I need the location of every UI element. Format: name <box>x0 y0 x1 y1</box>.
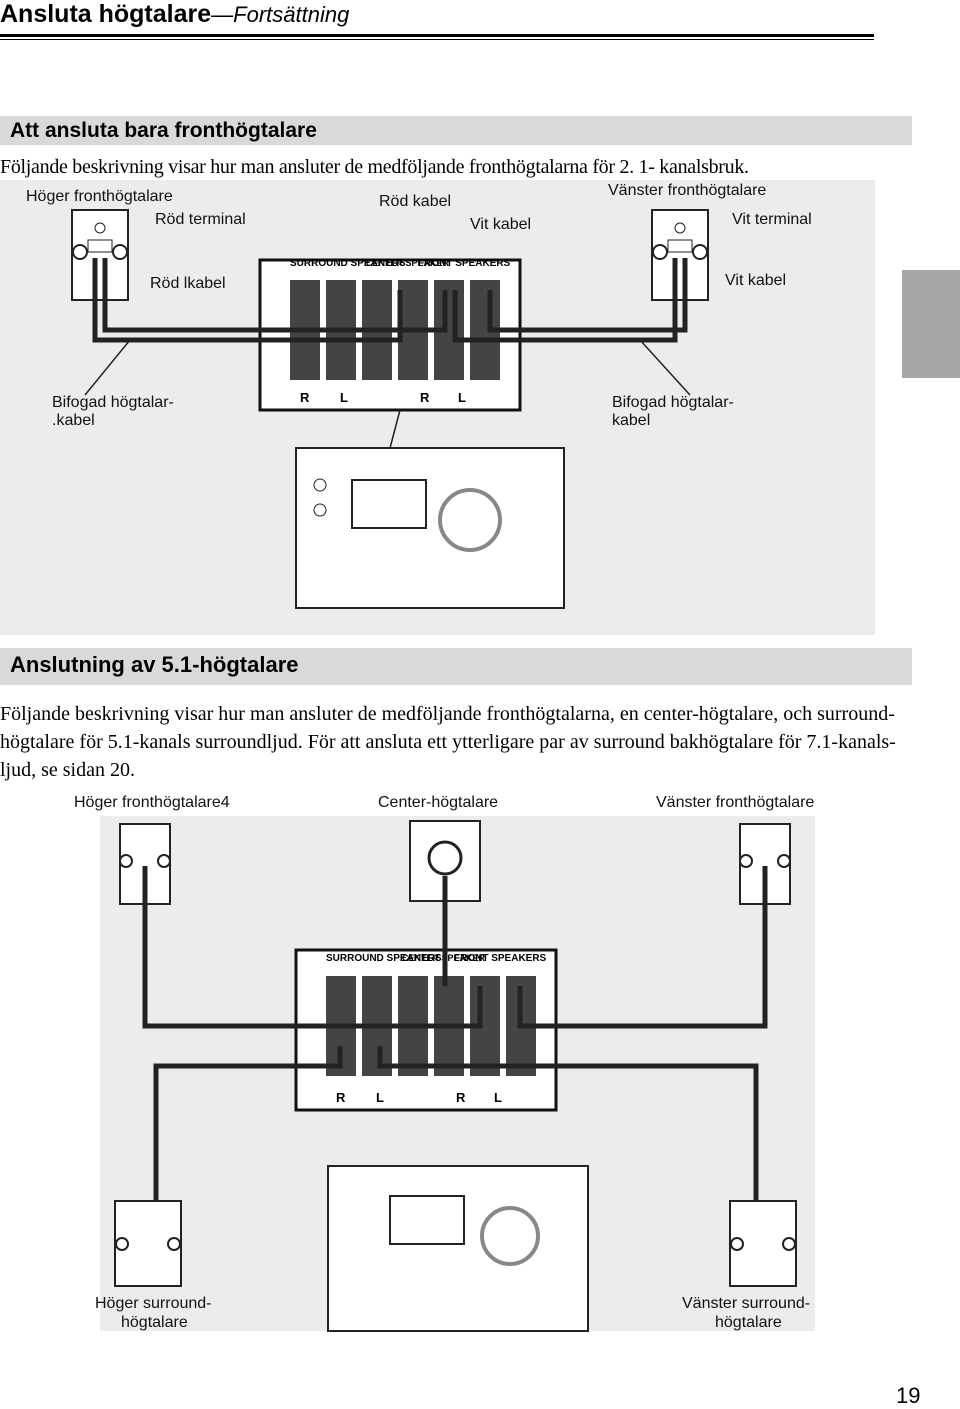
label-white-cable-center: Vit kabel <box>470 216 532 233</box>
receiver-rear-panel-51 <box>327 1165 589 1332</box>
panel-l1: L <box>340 390 348 405</box>
page-title: Ansluta högtalare—Fortsättning <box>0 0 349 29</box>
diagram-51-speakers: SURROUND SPEAKERS CENTER SPEAKER FRONT S… <box>100 816 815 1332</box>
label-red-cable-left: Röd lkabel <box>150 275 226 292</box>
label-white-cable-right: Vit kabel <box>725 272 787 289</box>
label-cable-left-2: .kabel <box>52 412 95 429</box>
title-sub: —Fortsättning <box>211 2 350 27</box>
section-intro-front: Följande beskrivning visar hur man anslu… <box>0 156 749 178</box>
panel-r1-51: R <box>336 1090 346 1105</box>
section-heading-front: Att ansluta bara fronthögtalare <box>0 116 912 145</box>
label-cable-left-1: Bifogad högtalar- <box>52 394 174 411</box>
panel-l2-51: L <box>494 1090 502 1105</box>
title-main: Ansluta högtalare <box>0 0 212 28</box>
panel-l2: L <box>458 390 466 405</box>
label-right-front-51: Höger fronthögtalare4 <box>74 794 230 811</box>
label-white-terminal: Vit terminal <box>732 211 812 228</box>
header-rule-thin <box>0 39 874 40</box>
page-number: 19 <box>896 1383 921 1408</box>
panel-l1-51: L <box>376 1090 384 1105</box>
header-rule <box>0 34 874 37</box>
panel-label-surround-51: SURROUND SPEAKERS <box>326 953 442 964</box>
panel-label-center: CENTER SPEAKER <box>366 258 450 268</box>
panel-label-surround: SURROUND SPEAKERS <box>290 258 406 269</box>
section-heading-51: Anslutning av 5.1-högtalare <box>0 648 912 685</box>
diagram-front-speakers: SURROUND SPEAKERS CENTER SPEAKER FRONT S… <box>0 180 875 635</box>
label-red-terminal: Röd terminal <box>155 211 246 228</box>
receiver-rear-panel <box>295 447 565 609</box>
panel-label-front-51: FRONT SPEAKERS <box>454 953 547 964</box>
panel-r2: R <box>420 390 430 405</box>
label-center: Center-högtalare <box>378 794 499 811</box>
label-red-cable-top: Röd kabel <box>379 193 452 210</box>
panel-label-front: FRONT SPEAKERS <box>418 258 511 269</box>
label-right-surround-1: Höger surround- <box>95 1295 212 1312</box>
label-right-surround-2: högtalare <box>121 1314 188 1331</box>
label-left-front: Vänster fronthögtalare <box>608 182 767 199</box>
label-left-front-51: Vänster fronthögtalare <box>656 794 815 811</box>
label-left-surround-2: högtalare <box>715 1314 782 1331</box>
label-cable-right-2: kabel <box>612 412 651 429</box>
label-right-front: Höger fronthögtalare <box>26 188 173 205</box>
side-tab <box>902 270 960 378</box>
label-left-surround-1: Vänster surround- <box>682 1295 811 1312</box>
panel-r2-51: R <box>456 1090 466 1105</box>
panel-r1: R <box>300 390 310 405</box>
label-cable-right-1: Bifogad högtalar- <box>612 394 734 411</box>
section-intro-51: Följande beskrivning visar hur man anslu… <box>0 703 896 781</box>
